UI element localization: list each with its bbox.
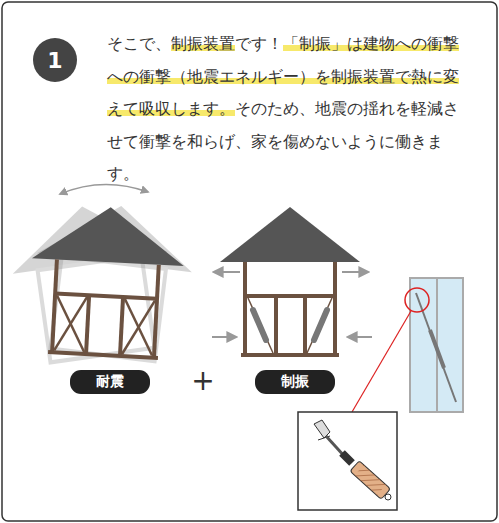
caption-pill: 制振 — [255, 370, 335, 394]
node-text: 1 — [47, 48, 62, 73]
step-number: 1 — [33, 38, 77, 82]
swaying-house — [5, 184, 199, 365]
damper-inset — [298, 412, 397, 510]
damped-house — [212, 207, 372, 355]
plus-sign: + — [190, 364, 216, 398]
node-text: 耐震 — [96, 373, 124, 391]
body-text: そこで、制振装置です！「制振」は建物への衝撃への衝撃（地震エネルギー）を制振装置… — [107, 28, 465, 191]
node-text: 制振 — [281, 373, 309, 391]
wall-panel — [352, 278, 463, 412]
caption-pill: 耐震 — [70, 370, 150, 394]
